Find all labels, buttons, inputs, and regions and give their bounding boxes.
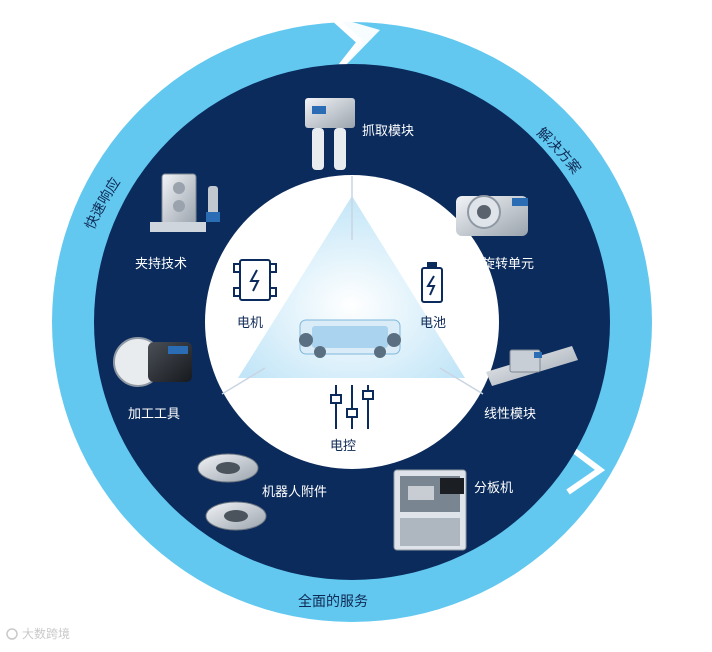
outer-label-full-service: 全面的服务 xyxy=(298,593,368,610)
watermark: 大数跨境 xyxy=(7,626,70,641)
core-label-controls: 电控 xyxy=(330,439,356,454)
ring-label-machining-tool: 加工工具 xyxy=(128,407,180,422)
core-label-motor: 电机 xyxy=(237,316,263,331)
rotary-unit-image xyxy=(456,196,528,236)
svg-text:大数跨境: 大数跨境 xyxy=(22,626,70,641)
depaneling-machine-image xyxy=(394,470,466,550)
core-label-battery: 电池 xyxy=(420,316,446,331)
ring-label-robot-accessory: 机器人附件 xyxy=(262,485,327,500)
ring-label-linear-module: 线性模块 xyxy=(484,407,536,422)
ev-chassis-image xyxy=(299,320,401,358)
ring-label-rotary-unit: 旋转单元 xyxy=(482,257,534,272)
ring-label-gripper-module: 抓取模块 xyxy=(362,124,414,139)
ring-label-depaneling-machine: 分板机 xyxy=(474,481,513,496)
machining-tool-image xyxy=(114,338,192,386)
ring-label-clamping-tech: 夹持技术 xyxy=(135,257,187,272)
